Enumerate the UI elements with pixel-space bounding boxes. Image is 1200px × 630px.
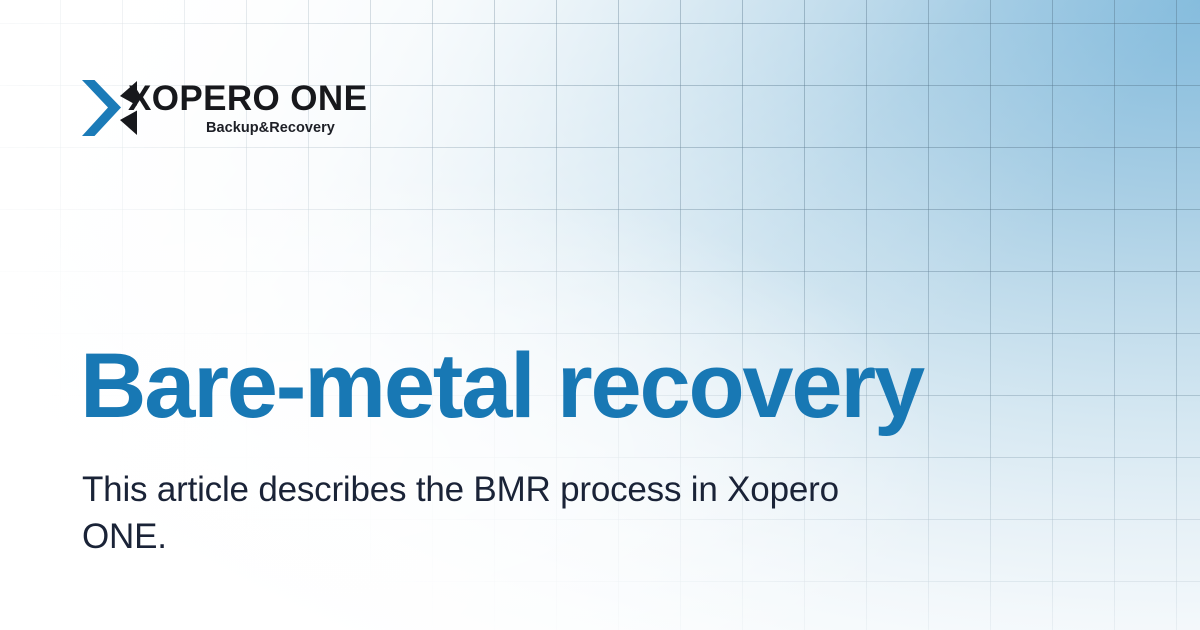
page-subtitle: This article describes the BMR process i… (82, 470, 839, 556)
logo-tagline: Backup&Recovery (206, 120, 335, 136)
xopero-one-logo[interactable]: XOPERO ONE Backup&Recovery (80, 78, 367, 144)
xopero-x-chevron-icon (80, 80, 142, 136)
logo-wordmark: XOPERO ONE (128, 79, 368, 118)
page-title: Bare-metal recovery (80, 335, 925, 437)
